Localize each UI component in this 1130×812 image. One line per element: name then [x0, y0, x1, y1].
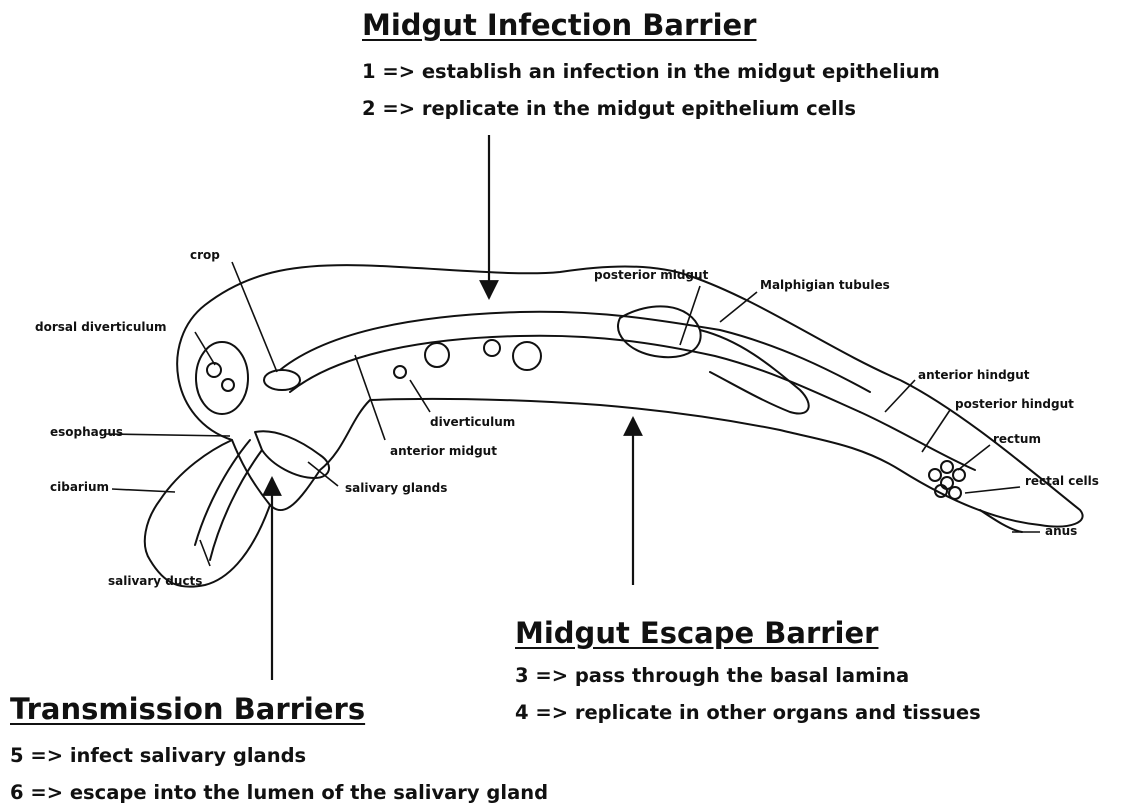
midgut-infection-step-2: 2 => replicate in the midgut epithelium …	[362, 97, 856, 120]
leader-anterior-midgut	[355, 355, 385, 440]
diverticulum-bubble	[425, 343, 449, 367]
label-anus: anus	[1045, 524, 1077, 538]
label-anterior-midgut: anterior midgut	[390, 444, 497, 458]
midgut-escape-title: Midgut Escape Barrier	[515, 616, 878, 650]
leader-posterior-hindgut	[922, 410, 950, 452]
label-rectum: rectum	[993, 432, 1041, 446]
rectal-cell	[929, 469, 941, 481]
diverticulum-bubble	[513, 342, 541, 370]
midgut-tube-top	[280, 312, 870, 392]
salivary-duct-line-2	[210, 450, 262, 560]
dorsal-diverticulum-shape	[196, 342, 248, 414]
transmission-step-5: 5 => infect salivary glands	[10, 744, 306, 767]
label-salivary-glands: salivary glands	[345, 481, 447, 495]
label-dorsal-diverticulum: dorsal diverticulum	[35, 320, 167, 334]
label-rectal-cells: rectal cells	[1025, 474, 1099, 488]
diverticulum-bubble	[484, 340, 500, 356]
leader-salivary-ducts	[200, 540, 210, 566]
leader-cibarium	[112, 489, 175, 492]
leader-rectum	[958, 445, 990, 470]
rectal-cell	[953, 469, 965, 481]
midgut-escape-step-3: 3 => pass through the basal lamina	[515, 664, 909, 687]
label-esophagus: esophagus	[50, 425, 123, 439]
label-salivary-ducts: salivary ducts	[108, 574, 202, 588]
label-posterior-midgut: posterior midgut	[594, 268, 708, 282]
salivary-gland-shape	[255, 431, 329, 478]
leader-anterior-hindgut	[885, 380, 915, 412]
leader-posterior-midgut	[680, 286, 700, 345]
leader-dorsal-diverticulum	[195, 332, 215, 365]
rectal-cell	[949, 487, 961, 499]
leader-rectal-cells	[965, 487, 1020, 493]
label-diverticulum: diverticulum	[430, 415, 515, 429]
transmission-title: Transmission Barriers	[10, 692, 365, 726]
midgut-infection-title: Midgut Infection Barrier	[362, 8, 757, 42]
label-crop: crop	[190, 248, 220, 262]
rectal-cell	[941, 461, 953, 473]
transmission-step-6: 6 => escape into the lumen of the saliva…	[10, 781, 548, 804]
label-cibarium: cibarium	[50, 480, 109, 494]
leader-esophagus	[106, 434, 230, 436]
malphigian-tubule-shape	[700, 330, 809, 413]
crop-shape	[264, 370, 300, 390]
label-anterior-hindgut: anterior hindgut	[918, 368, 1030, 382]
label-malpighian-tubules: Malphigian tubules	[760, 278, 890, 292]
hindgut-line	[860, 412, 975, 470]
leader-diverticulum	[410, 380, 430, 412]
midgut-infection-step-1: 1 => establish an infection in the midgu…	[362, 60, 940, 83]
head-outline	[145, 440, 270, 587]
label-posterior-hindgut: posterior hindgut	[955, 397, 1074, 411]
midgut-escape-step-4: 4 => replicate in other organs and tissu…	[515, 701, 981, 724]
